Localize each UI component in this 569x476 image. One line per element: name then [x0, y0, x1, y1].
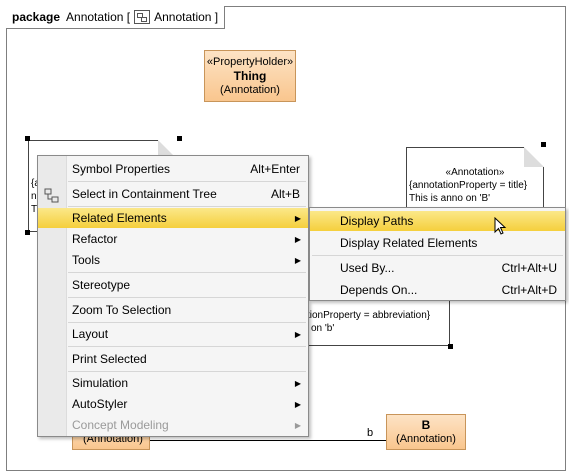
menu-item-label: Print Selected	[72, 352, 147, 366]
left-note-line-3: T	[31, 204, 38, 215]
menu-item-simulation[interactable]: Simulation ▶	[66, 373, 308, 393]
context-menu: Symbol Properties Alt+Enter Select in Co…	[37, 155, 309, 437]
menu-gutter	[38, 156, 67, 436]
menu-separator	[68, 346, 306, 347]
selection-handle[interactable]	[177, 136, 182, 141]
submenu-arrow-icon: ▶	[294, 255, 302, 265]
right-note-property: {annotationProperty = title}	[409, 180, 528, 191]
association-line[interactable]	[150, 440, 386, 441]
submenu-item-display-related-elements[interactable]: Display Related Elements	[310, 233, 565, 253]
menu-item-shortcut: Ctrl+Alt+U	[501, 261, 557, 275]
submenu-arrow-icon: ▶	[294, 399, 302, 409]
submenu-item-display-paths[interactable]: Display Paths	[310, 211, 565, 231]
menu-item-label: Simulation	[72, 376, 129, 390]
menu-separator	[68, 181, 306, 182]
related-elements-submenu: Display Paths Display Related Elements U…	[309, 207, 566, 301]
middle-note-text: on 'b'	[311, 323, 335, 334]
thing-stereotype: «PropertyHolder»	[206, 56, 294, 68]
submenu-arrow-icon: ▶	[294, 378, 302, 388]
menu-item-related-elements[interactable]: Related Elements ▶	[38, 208, 308, 228]
thing-type: (Annotation)	[220, 84, 280, 96]
menu-item-label: AutoStyler	[72, 397, 128, 411]
middle-note-shape[interactable]: tionProperty = abbreviation} on 'b'	[290, 300, 450, 346]
thing-name: Thing	[233, 69, 267, 83]
selection-handle[interactable]	[25, 136, 30, 141]
thing-class-shape[interactable]: «PropertyHolder» Thing (Annotation)	[204, 50, 296, 102]
menu-item-select-in-containment-tree[interactable]: Select in Containment Tree Alt+B	[66, 184, 308, 204]
menu-item-label: Depends On...	[340, 283, 418, 297]
diagram-frame-tab: package Annotation [ Annotation ]	[6, 6, 226, 29]
selection-handle[interactable]	[25, 230, 30, 235]
menu-item-layout[interactable]: Layout ▶	[66, 324, 308, 344]
submenu-arrow-icon: ▶	[294, 420, 302, 430]
submenu-item-used-by[interactable]: Used By... Ctrl+Alt+U	[310, 258, 565, 278]
menu-item-label: Concept Modeling	[72, 418, 169, 432]
menu-separator	[68, 371, 306, 372]
menu-item-concept-modeling: Concept Modeling ▶	[66, 415, 308, 435]
submenu-arrow-icon: ▶	[294, 329, 302, 339]
menu-item-stereotype[interactable]: Stereotype	[66, 275, 308, 295]
menu-separator	[68, 272, 306, 273]
menu-item-refactor[interactable]: Refactor ▶	[66, 229, 308, 249]
menu-item-label: Related Elements	[72, 211, 167, 225]
selection-handle[interactable]	[448, 344, 453, 349]
right-note-text: This is anno on 'B'	[409, 193, 491, 204]
package-name: Annotation [	[66, 10, 131, 24]
left-note-line-1: {a	[31, 178, 40, 189]
b-class-shape[interactable]: B (Annotation)	[386, 414, 466, 450]
association-role-label: b	[367, 427, 374, 439]
menu-separator	[68, 322, 306, 323]
b-type: (Annotation)	[396, 433, 456, 445]
submenu-item-depends-on[interactable]: Depends On... Ctrl+Alt+D	[310, 280, 565, 300]
menu-item-label: Used By...	[340, 261, 395, 275]
menu-item-label: Tools	[72, 253, 101, 267]
menu-item-shortcut: Ctrl+Alt+D	[501, 283, 557, 297]
menu-item-label: Symbol Properties	[72, 162, 171, 176]
middle-note-property: tionProperty = abbreviation}	[307, 310, 431, 321]
menu-item-label: Select in Containment Tree	[72, 187, 217, 201]
menu-item-label: Stereotype	[72, 278, 131, 292]
right-note-fold	[524, 147, 544, 167]
menu-item-autostyler[interactable]: AutoStyler ▶	[66, 394, 308, 414]
right-note-shape[interactable]: «Annotation» {annotationProperty = title…	[406, 147, 544, 213]
submenu-arrow-icon: ▶	[294, 234, 302, 244]
menu-item-label: Zoom To Selection	[72, 303, 172, 317]
menu-separator	[68, 297, 306, 298]
symbol-properties-icon	[44, 188, 59, 203]
menu-item-symbol-properties[interactable]: Symbol Properties Alt+Enter	[66, 159, 308, 179]
menu-separator	[312, 255, 563, 256]
class-diagram-icon	[134, 10, 151, 24]
menu-item-zoom-to-selection[interactable]: Zoom To Selection	[66, 300, 308, 320]
menu-item-label: Refactor	[72, 232, 118, 246]
diagram-name: Annotation ]	[154, 10, 219, 24]
menu-item-label: Display Paths	[340, 214, 414, 228]
menu-item-label: Display Related Elements	[340, 236, 478, 250]
selection-handle[interactable]	[541, 142, 546, 147]
menu-item-print-selected[interactable]: Print Selected	[66, 349, 308, 369]
menu-item-label: Layout	[72, 327, 109, 341]
package-keyword: package	[12, 10, 61, 24]
right-note-stereotype: «Annotation»	[445, 167, 505, 178]
submenu-arrow-icon: ▶	[294, 213, 302, 223]
menu-item-shortcut: Alt+B	[270, 187, 300, 201]
menu-item-shortcut: Alt+Enter	[250, 162, 300, 176]
mouse-cursor-icon	[494, 217, 507, 235]
menu-separator	[68, 206, 306, 207]
menu-item-tools[interactable]: Tools ▶	[66, 250, 308, 270]
b-name: B	[421, 418, 431, 432]
left-note-line-2: n	[31, 191, 37, 202]
